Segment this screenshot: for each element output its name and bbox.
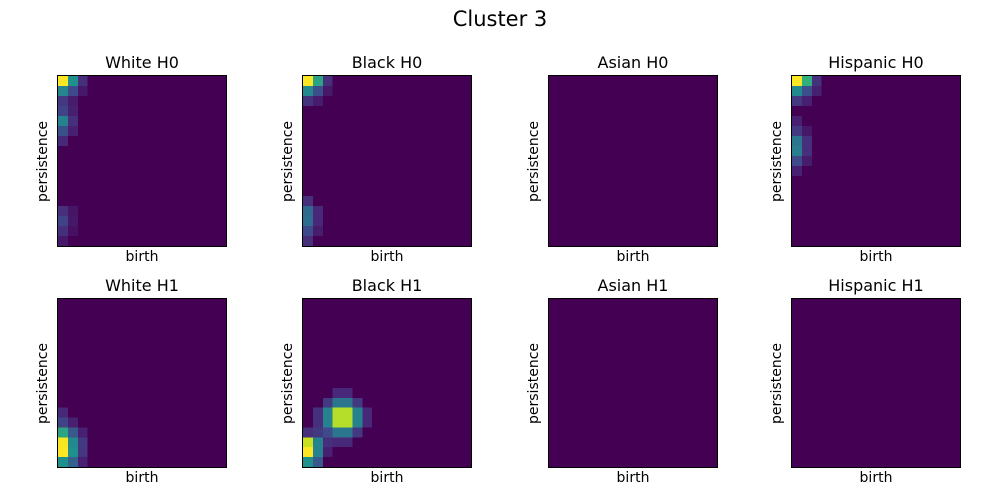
heatmap-hispanic-h1 [792,299,960,467]
panel-title-white-h0: White H0 [105,53,179,72]
heatmap-black-h0 [303,76,471,246]
y-axis-label: persistence [280,342,296,424]
panel-hispanic-h1: Hispanic H1 persistence birth [769,276,961,486]
y-axis-label: persistence [769,342,785,424]
y-axis-label: persistence [526,120,542,202]
panel-title-asian-h0: Asian H0 [597,53,669,72]
panel-asian-h0: Asian H0 persistence birth [526,53,718,265]
panel-white-h0: White H0 persistence birth [35,53,227,265]
panel-asian-h1: Asian H1 persistence birth [526,276,718,486]
heatmap-asian-h1 [549,299,717,467]
y-axis-label: persistence [526,342,542,424]
panel-title-black-h0: Black H0 [351,53,423,72]
y-axis-label: persistence [769,120,785,202]
panel-hispanic-h0: Hispanic H0 persistence birth [769,53,961,265]
heatmap-hispanic-h0 [792,76,960,246]
panel-white-h1: White H1 persistence birth [35,276,227,486]
y-axis-label: persistence [35,342,51,424]
x-axis-label: birth [370,470,404,486]
panel-black-h1: Black H1 persistence birth [280,276,472,486]
heatmap-white-h1 [58,299,226,467]
y-axis-label: persistence [35,120,51,202]
panel-title-asian-h1: Asian H1 [597,276,669,295]
heatmap-black-h1 [303,299,471,467]
x-axis-label: birth [370,249,404,265]
x-axis-label: birth [616,249,650,265]
x-axis-label: birth [125,470,159,486]
heatmap-white-h0 [58,76,226,246]
panel-title-hispanic-h0: Hispanic H0 [828,53,924,72]
x-axis-label: birth [859,249,893,265]
panel-title-white-h1: White H1 [105,276,179,295]
panel-title-black-h1: Black H1 [351,276,423,295]
y-axis-label: persistence [280,120,296,202]
x-axis-label: birth [616,470,650,486]
panel-title-hispanic-h1: Hispanic H1 [828,276,924,295]
figure-title: Cluster 3 [452,7,548,31]
heatmap-asian-h0 [549,76,717,246]
x-axis-label: birth [859,470,893,486]
x-axis-label: birth [125,249,159,265]
panel-black-h0: Black H0 persistence birth [280,53,472,265]
